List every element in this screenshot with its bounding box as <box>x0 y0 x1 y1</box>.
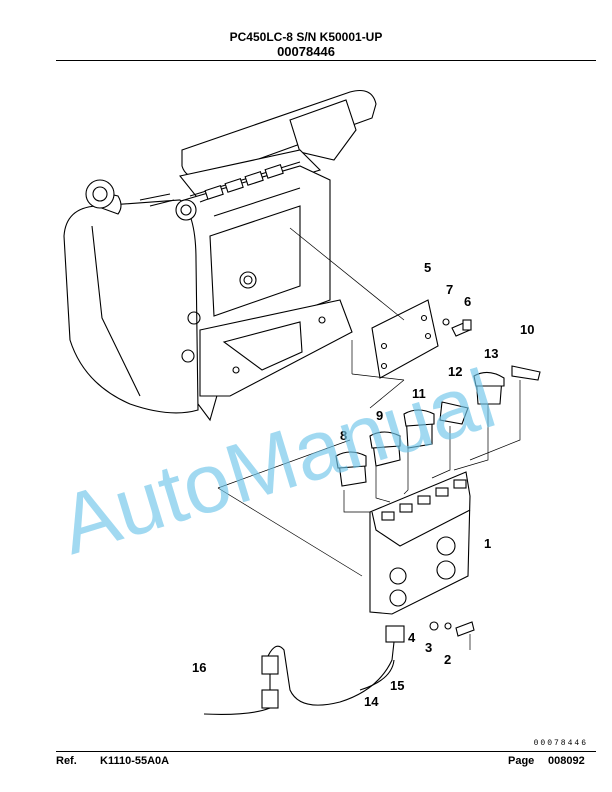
callout-8: 8 <box>340 428 347 443</box>
callout-3: 3 <box>425 640 432 655</box>
parts-diagram: 1 2 3 4 5 6 7 8 9 10 11 12 13 14 15 16 A… <box>49 89 541 715</box>
page-subtitle: 00078446 <box>277 44 335 59</box>
callout-5: 5 <box>424 260 431 275</box>
wire-harness <box>203 625 405 715</box>
callout-7: 7 <box>446 282 453 297</box>
footer-page-value: 008092 <box>548 755 585 767</box>
footer-divider <box>56 751 596 752</box>
header-divider <box>56 60 596 61</box>
page-title: PC450LC-8 S/N K50001-UP <box>229 30 383 44</box>
footer-page-label: Page <box>508 755 535 767</box>
callout-11: 11 <box>412 386 426 401</box>
callout-14: 14 <box>364 694 379 709</box>
callout-4: 4 <box>408 630 416 645</box>
document-code: 00078446 <box>533 739 588 748</box>
assembly-lines <box>217 227 521 577</box>
footer-ref-label: Ref. <box>56 755 77 767</box>
page-header: PC450LC-8 S/N K50001-UP 00078446 <box>0 30 612 59</box>
footer-ref-value: K1110-55A0A <box>100 755 170 767</box>
bracket-plate <box>351 299 439 381</box>
switch-panel <box>369 471 471 615</box>
callout-1: 1 <box>484 536 491 551</box>
callout-2: 2 <box>444 652 451 667</box>
callout-labels: 1 2 3 4 5 6 7 8 9 10 11 12 13 14 15 16 <box>192 260 534 709</box>
switch-group <box>335 365 541 487</box>
callout-16: 16 <box>192 660 206 675</box>
bolt-and-washer-upper <box>442 318 472 337</box>
console-assembly <box>63 89 377 422</box>
callout-12: 12 <box>448 364 462 379</box>
lower-hardware <box>429 621 475 650</box>
callout-15: 15 <box>390 678 404 693</box>
callout-9: 9 <box>376 408 383 423</box>
callout-6: 6 <box>464 294 471 309</box>
callout-10: 10 <box>520 322 534 337</box>
callout-13: 13 <box>484 346 498 361</box>
